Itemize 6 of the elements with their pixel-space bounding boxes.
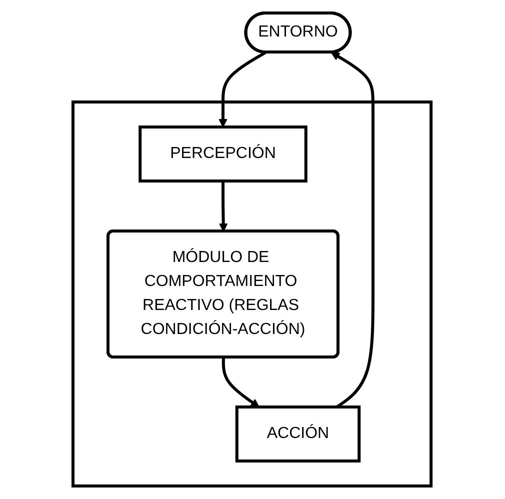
arrow [219, 51, 267, 128]
node-box: PERCEPCIÓN [139, 126, 308, 182]
cluster [72, 100, 434, 488]
node-box: ACCIÓN [236, 405, 362, 462]
arrow [219, 181, 228, 232]
arrow [222, 357, 260, 408]
